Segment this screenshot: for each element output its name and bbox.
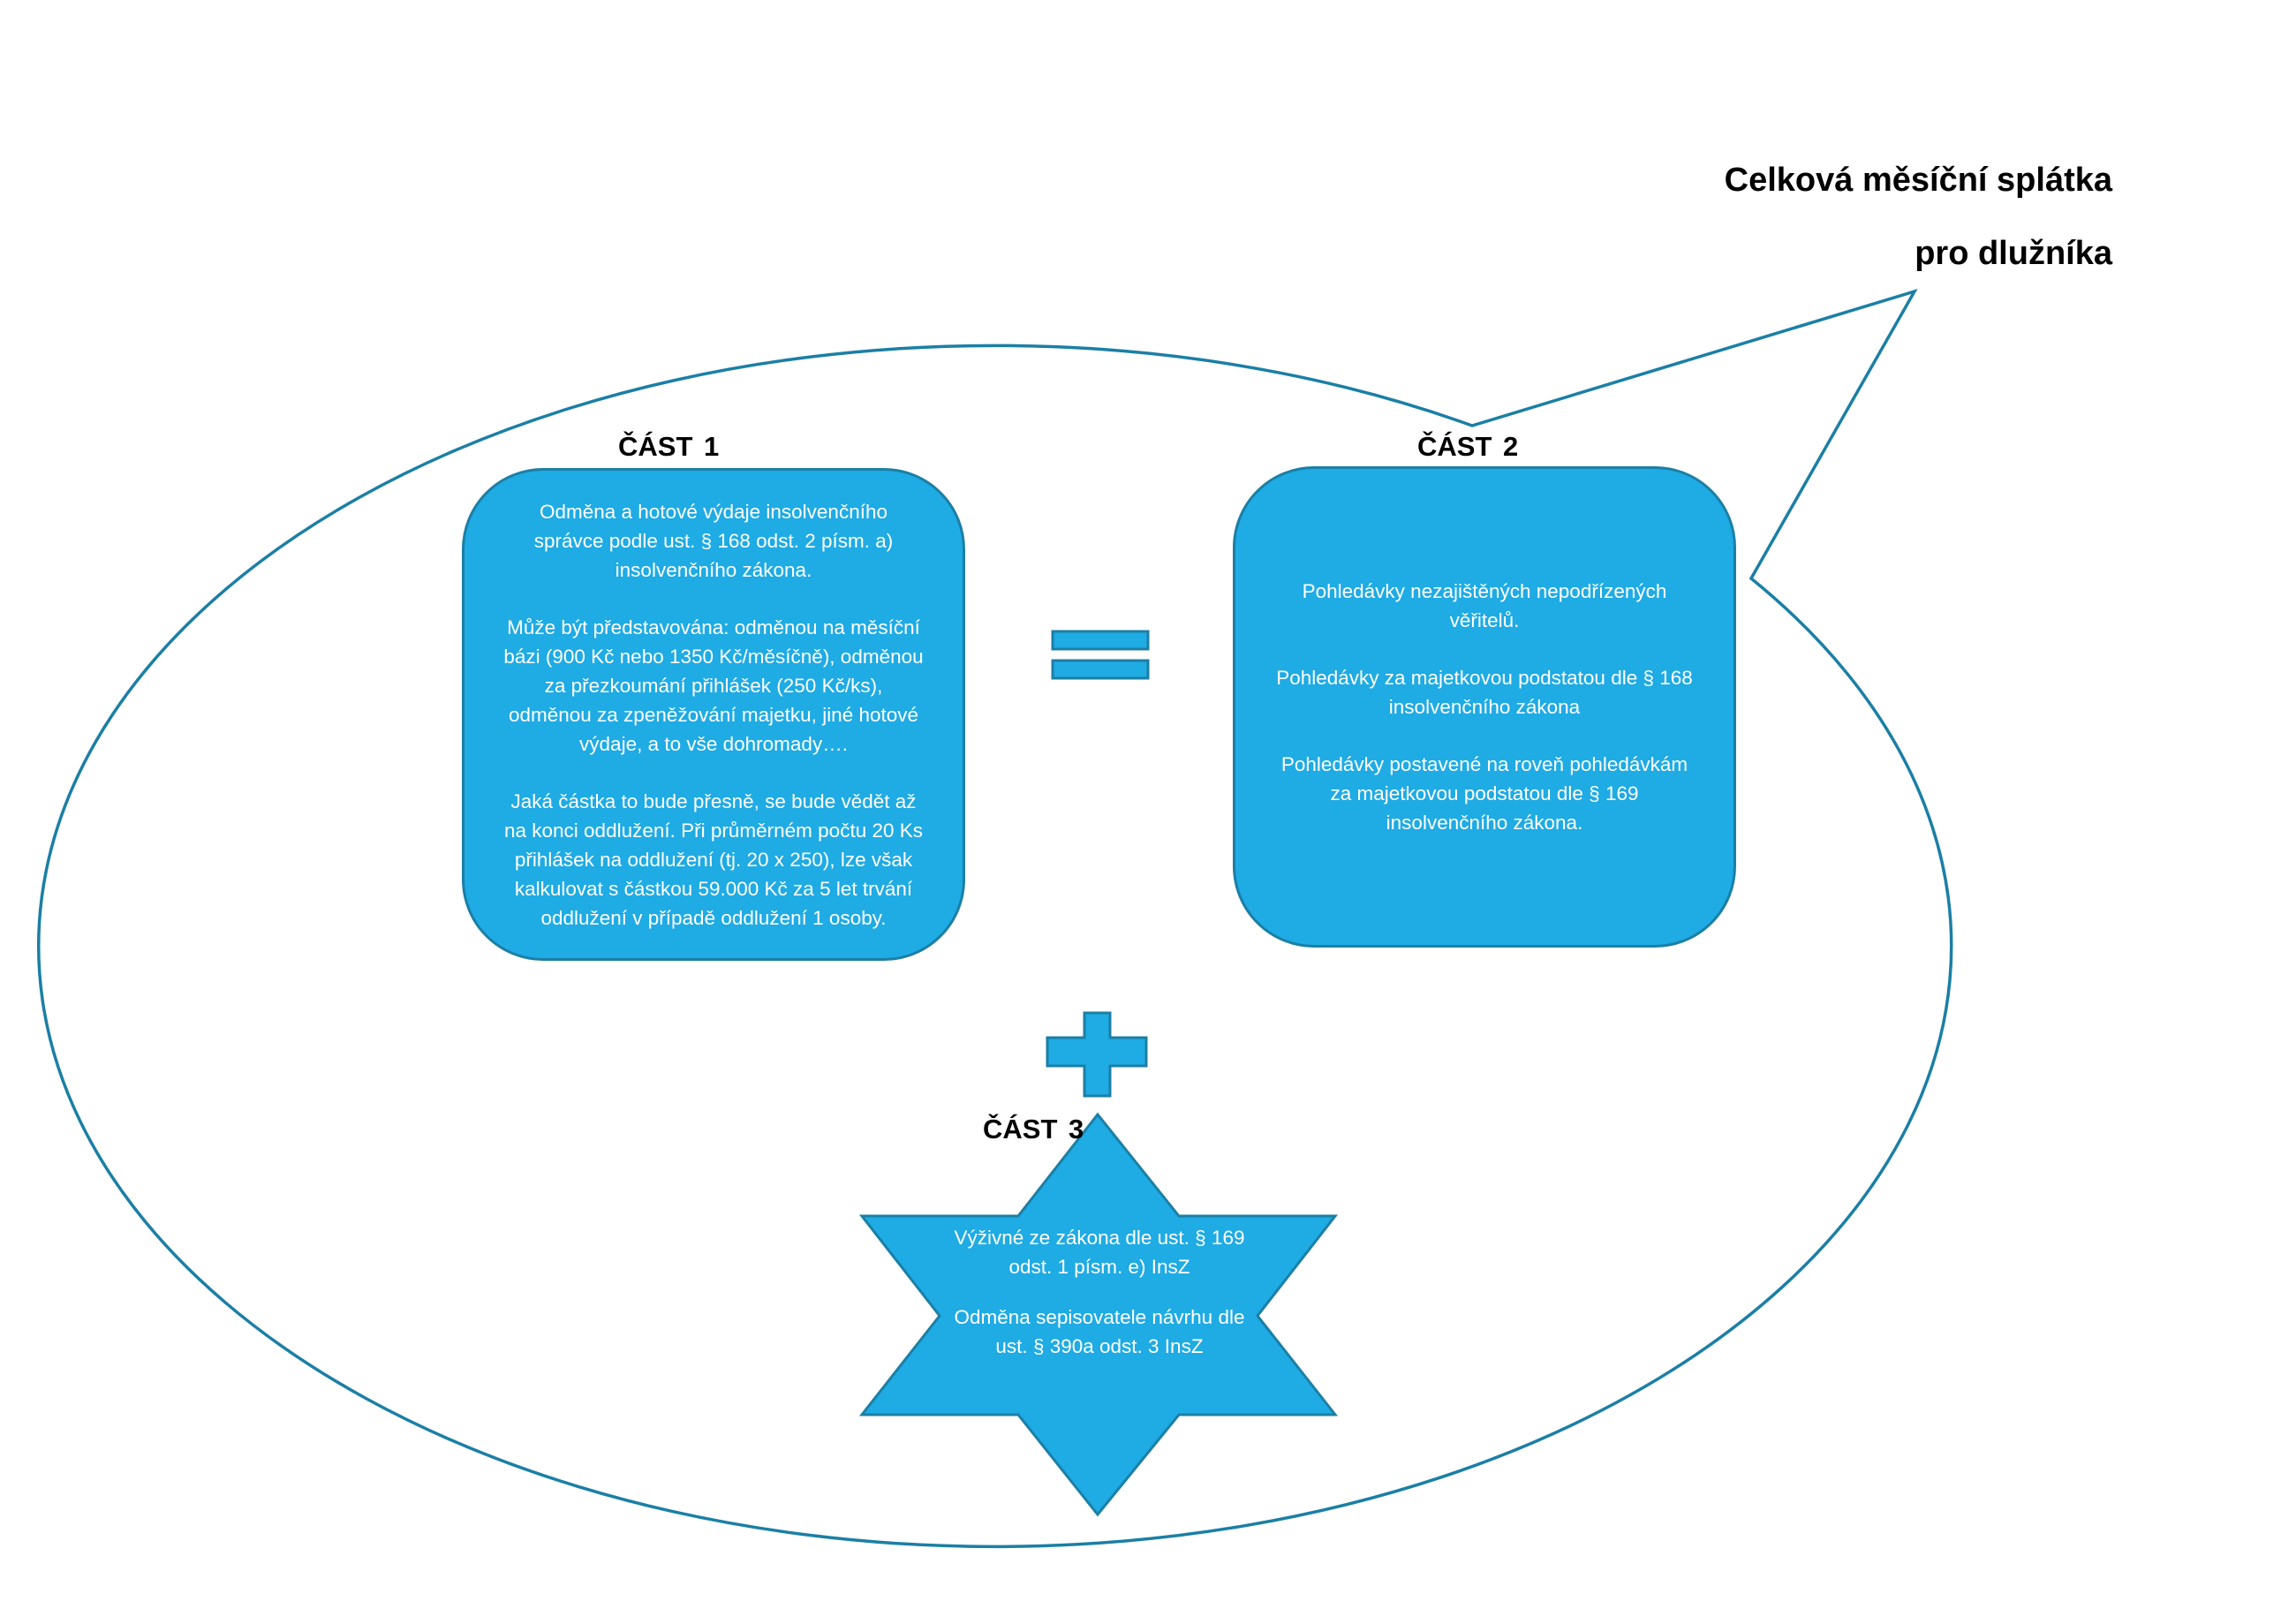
part-2-paragraph-1: Pohledávky nezajištěných nepodřízených v… <box>1302 580 1667 631</box>
part-1-box: Odměna a hotové výdaje insolvenčního spr… <box>462 468 965 961</box>
part-2-label: ČÁST 2 <box>1417 431 1519 462</box>
part-3-star-text: Výživné ze zákona dle ust. § 169 odst. 1… <box>945 1223 1254 1361</box>
part-3-paragraph-2: Odměna sepisovatele návrhu dle ust. § 39… <box>954 1306 1245 1357</box>
six-point-star-shape <box>858 1112 1339 1517</box>
part-1-paragraph-2: Může být představována: odměnou na měsíč… <box>503 616 924 755</box>
part-3-paragraph-1: Výživné ze zákona dle ust. § 169 odst. 1… <box>954 1227 1245 1278</box>
part-1-label: ČÁST 1 <box>618 431 720 462</box>
title-line-2: pro dlužníka <box>1915 235 2112 272</box>
part-3-label: ČÁST 3 <box>983 1114 1084 1144</box>
title-line-1: Celková měsíční splátka <box>1724 162 2112 199</box>
part-2-box: Pohledávky nezajištěných nepodřízených v… <box>1233 466 1736 948</box>
part-2-paragraph-2: Pohledávky za majetkovou podstatou dle §… <box>1276 667 1693 718</box>
part-2-paragraph-3: Pohledávky postavené na roveň pohledávká… <box>1280 753 1688 834</box>
plus-sign-icon <box>1046 1011 1148 1098</box>
part-1-paragraph-3: Jaká částka to bude přesně, se bude vědě… <box>503 789 923 929</box>
part-1-paragraph-1: Odměna a hotové výdaje insolvenčního spr… <box>533 500 894 581</box>
equals-sign-icon <box>1051 630 1150 680</box>
